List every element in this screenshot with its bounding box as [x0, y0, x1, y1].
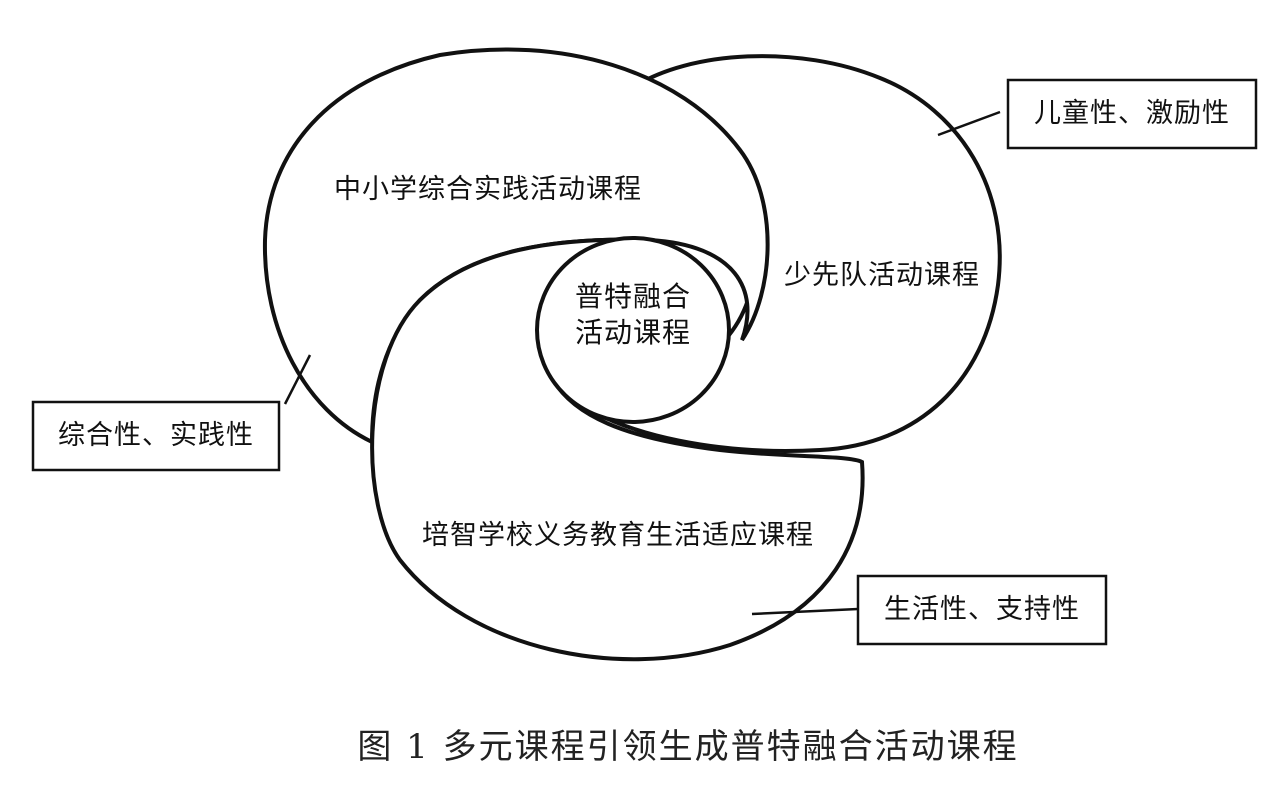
- primary-callout-text: 综合性、实践性: [58, 420, 254, 451]
- special-callout-leader: [751, 607, 859, 616]
- pioneer-callout-leader: [937, 110, 1001, 137]
- figure-caption: 图 1 多元课程引领生成普特融合活动课程: [357, 727, 1018, 767]
- pioneer-course-label: 少先队活动课程: [784, 260, 980, 291]
- special-course-label: 培智学校义务教育生活适应课程: [422, 520, 814, 551]
- primary-callout-leader: [283, 354, 312, 405]
- center-label-line2: 活动课程: [575, 316, 691, 349]
- center-label-line1: 普特融合: [575, 280, 691, 313]
- primary-callout-box: [31, 400, 281, 472]
- special-callout-box: [856, 574, 1108, 646]
- pioneer-callout-box: [1006, 78, 1258, 150]
- special-callout-text: 生活性、支持性: [884, 594, 1080, 625]
- center-circle: [535, 236, 731, 424]
- primary-course-label: 中小学综合实践活动课程: [334, 174, 642, 205]
- pioneer-callout-text: 儿童性、激励性: [1034, 98, 1230, 129]
